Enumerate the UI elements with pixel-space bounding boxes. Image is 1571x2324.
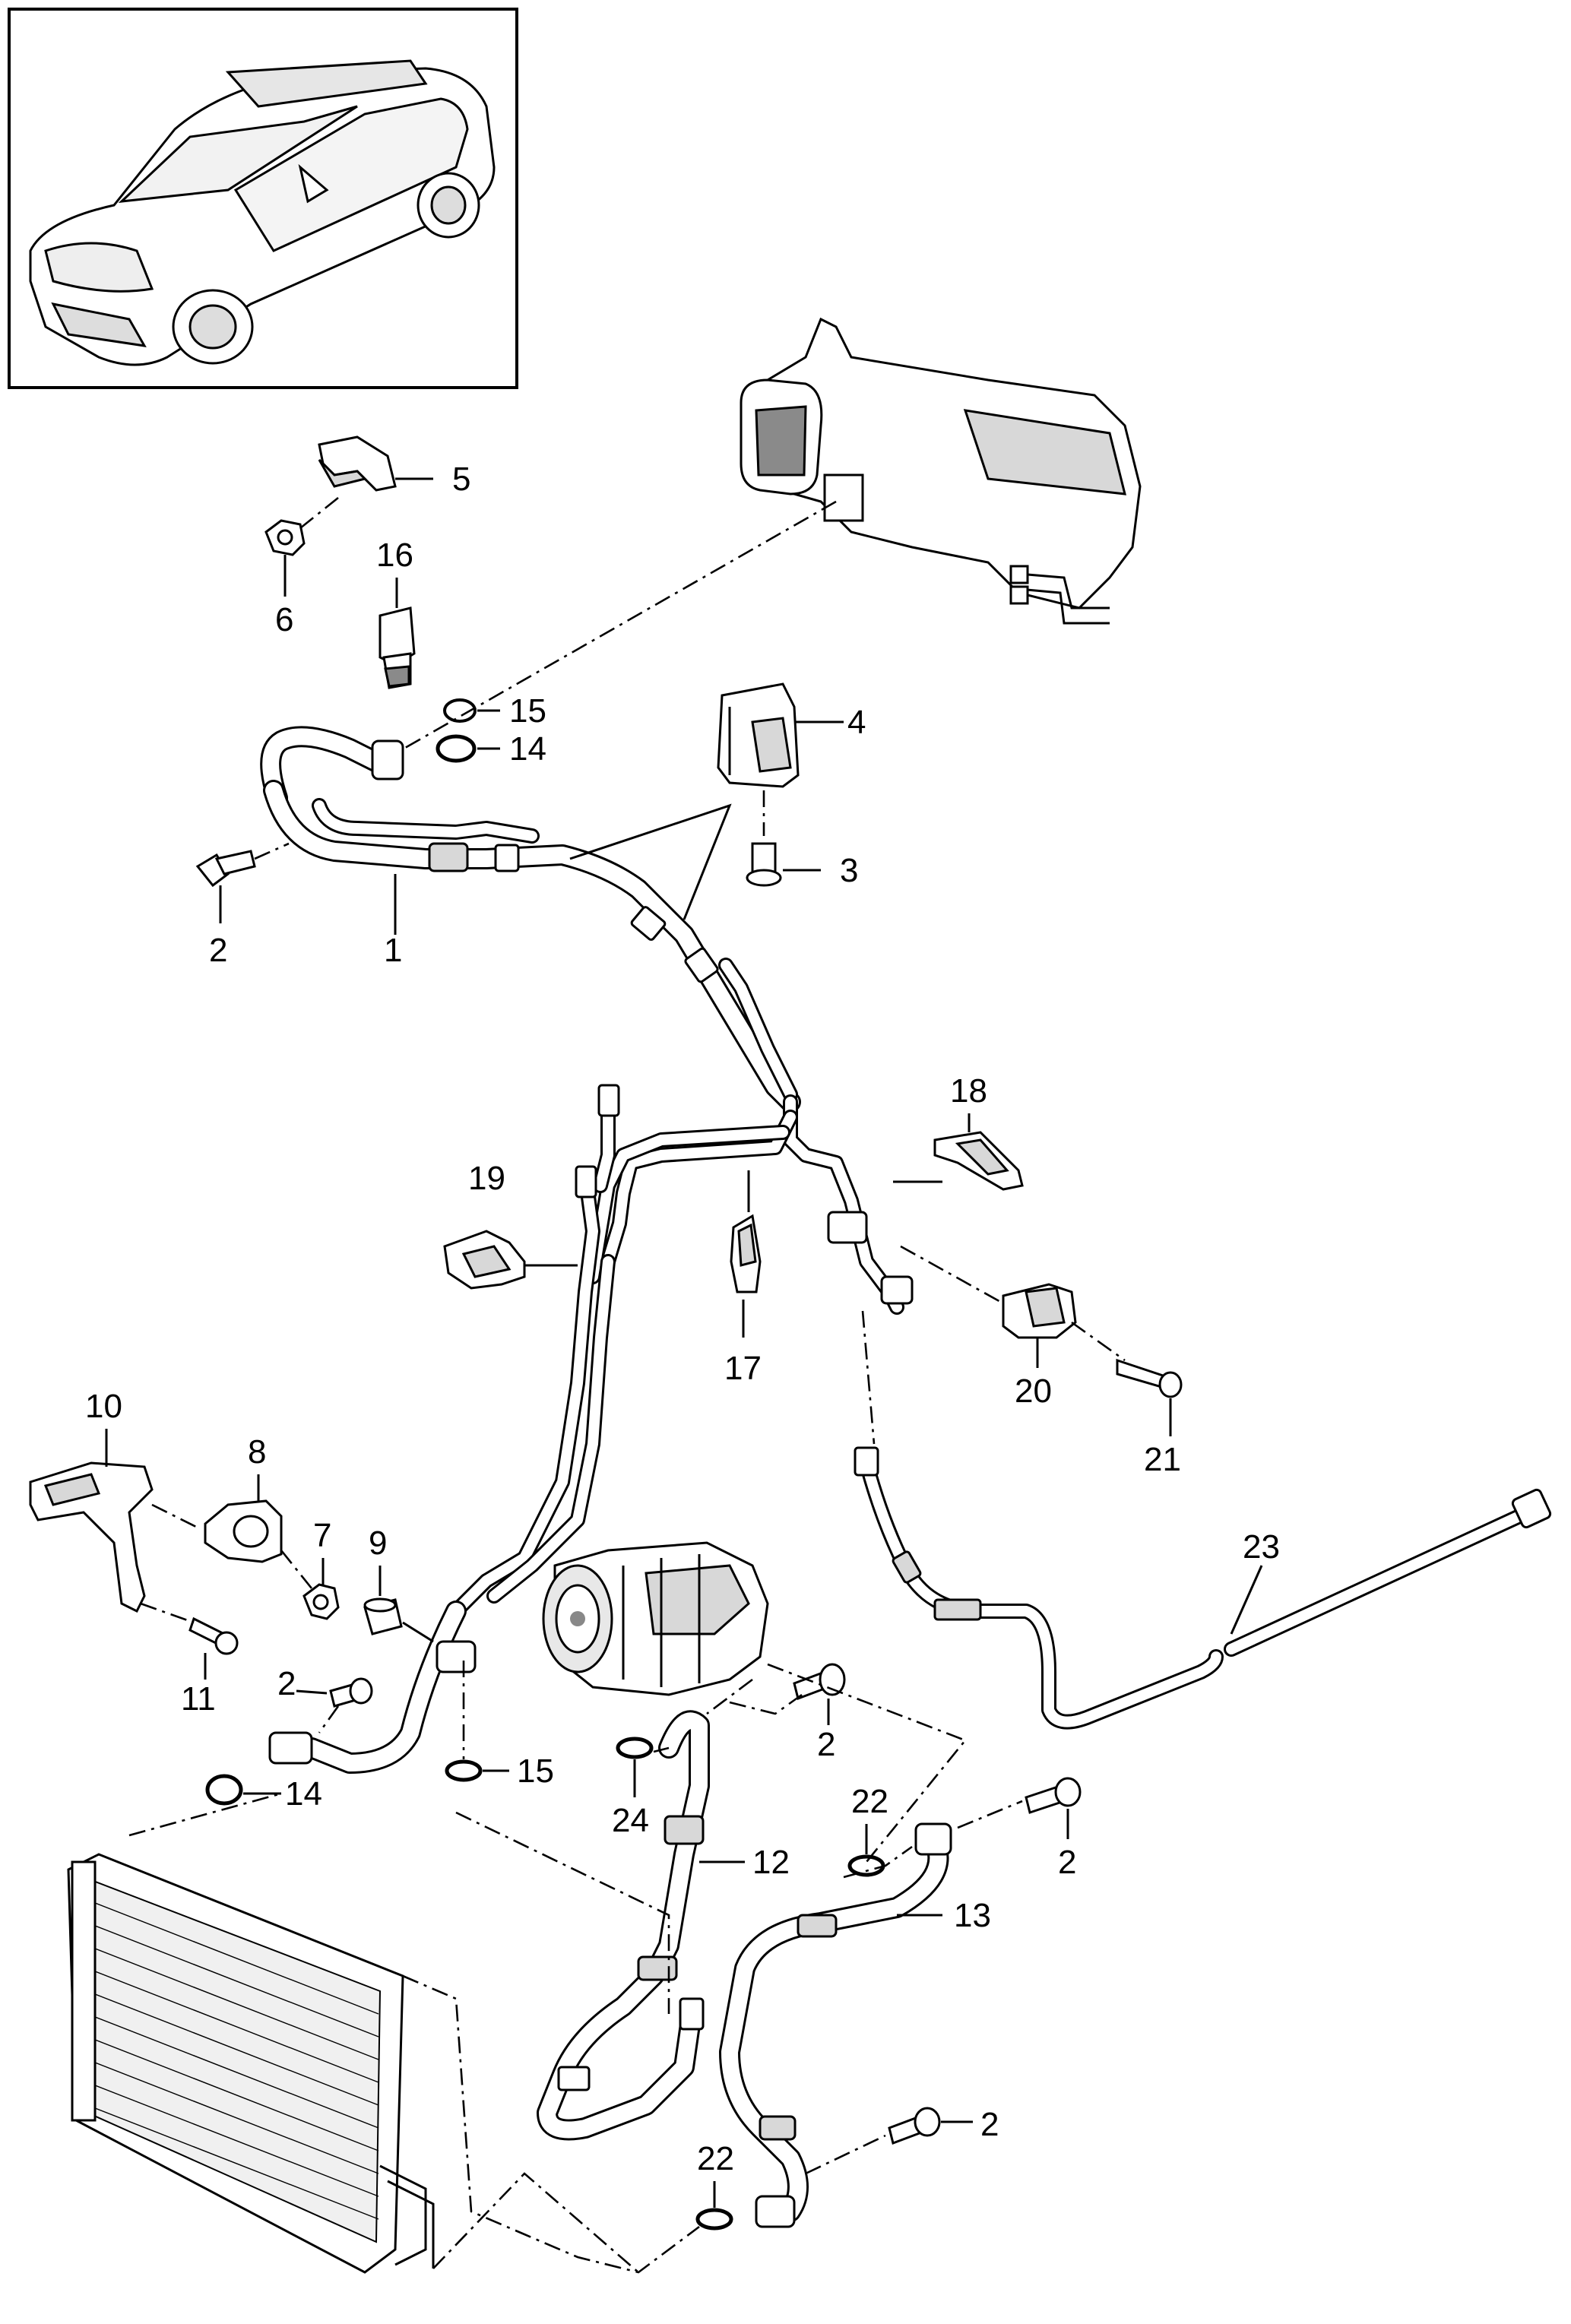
callout-2: 2 [980, 2106, 999, 2143]
clamp-20 [1002, 1283, 1077, 1339]
callout-16: 16 [376, 537, 413, 574]
callout-17: 17 [724, 1350, 762, 1387]
callout-13: 13 [954, 1897, 991, 1934]
callout-21: 21 [1144, 1441, 1181, 1478]
bracket-10 [29, 1461, 154, 1613]
callout-14: 14 [509, 730, 546, 768]
callout-22: 22 [697, 2140, 734, 2177]
o-ring-22-lower [695, 2208, 733, 2231]
hose-12 [537, 1710, 710, 2141]
callout-2: 2 [1058, 1844, 1076, 1881]
ac-compressor [542, 1541, 769, 1696]
callout-12: 12 [752, 1844, 790, 1881]
o-ring-15-lower [445, 1759, 483, 1782]
vehicle-thumbnail [8, 8, 518, 389]
o-ring-24 [616, 1737, 654, 1759]
callout-9: 9 [369, 1525, 387, 1562]
hose-23 [854, 1446, 1552, 1730]
bolt-2-right-upper [1025, 1777, 1082, 1814]
callout-24: 24 [612, 1802, 649, 1839]
clip-17 [730, 1214, 762, 1293]
callout-3: 3 [840, 852, 858, 889]
nut-7 [302, 1583, 340, 1620]
bracket-18 [933, 1131, 1024, 1191]
bolt-11 [188, 1616, 239, 1655]
callout-15: 15 [517, 1752, 554, 1790]
bracket-5 [318, 435, 397, 492]
callout-23: 23 [1243, 1528, 1280, 1566]
callout-19: 19 [468, 1160, 505, 1197]
callout-labels: 1 2 2 2 2 2 3 4 5 6 7 8 9 10 11 12 13 14… [85, 461, 1280, 2177]
pressure-sensor-16 [378, 606, 416, 689]
hose-13 [719, 1822, 952, 2228]
callout-7: 7 [313, 1517, 331, 1554]
condenser [67, 1853, 435, 2274]
callout-15: 15 [509, 692, 546, 730]
callout-2: 2 [277, 1665, 296, 1702]
bolt-21 [1116, 1358, 1183, 1398]
hose-assembly-1 [260, 726, 801, 1113]
callout-6: 6 [275, 601, 293, 638]
callout-8: 8 [248, 1433, 266, 1471]
bracket-8 [204, 1499, 283, 1563]
screw-3 [746, 842, 782, 887]
callout-11: 11 [181, 1680, 216, 1718]
bolt-2-upper [195, 850, 256, 888]
o-ring-14-lower [205, 1774, 243, 1806]
callout-20: 20 [1015, 1373, 1052, 1410]
hvac-housing [740, 317, 1142, 625]
bolt-2-mid-left [329, 1677, 373, 1708]
callout-22: 22 [851, 1783, 888, 1820]
clip-19 [443, 1230, 526, 1290]
o-ring-15-top [443, 698, 477, 723]
callout-1: 1 [384, 932, 402, 969]
callout-10: 10 [85, 1388, 122, 1425]
hose-branches [268, 1084, 914, 1774]
callout-14: 14 [285, 1775, 322, 1813]
bolt-2-compressor [793, 1663, 846, 1700]
callout-2: 2 [817, 1726, 835, 1763]
callout-4: 4 [847, 704, 866, 741]
bushing-9 [363, 1597, 403, 1635]
o-ring-14-top [436, 734, 477, 763]
nut-6 [264, 519, 306, 556]
mount-4 [717, 682, 800, 788]
callout-18: 18 [950, 1072, 987, 1110]
o-ring-22-upper [847, 1854, 885, 1877]
callout-2: 2 [209, 932, 227, 969]
bolt-2-right-lower [888, 2107, 941, 2145]
callout-5: 5 [452, 461, 470, 498]
